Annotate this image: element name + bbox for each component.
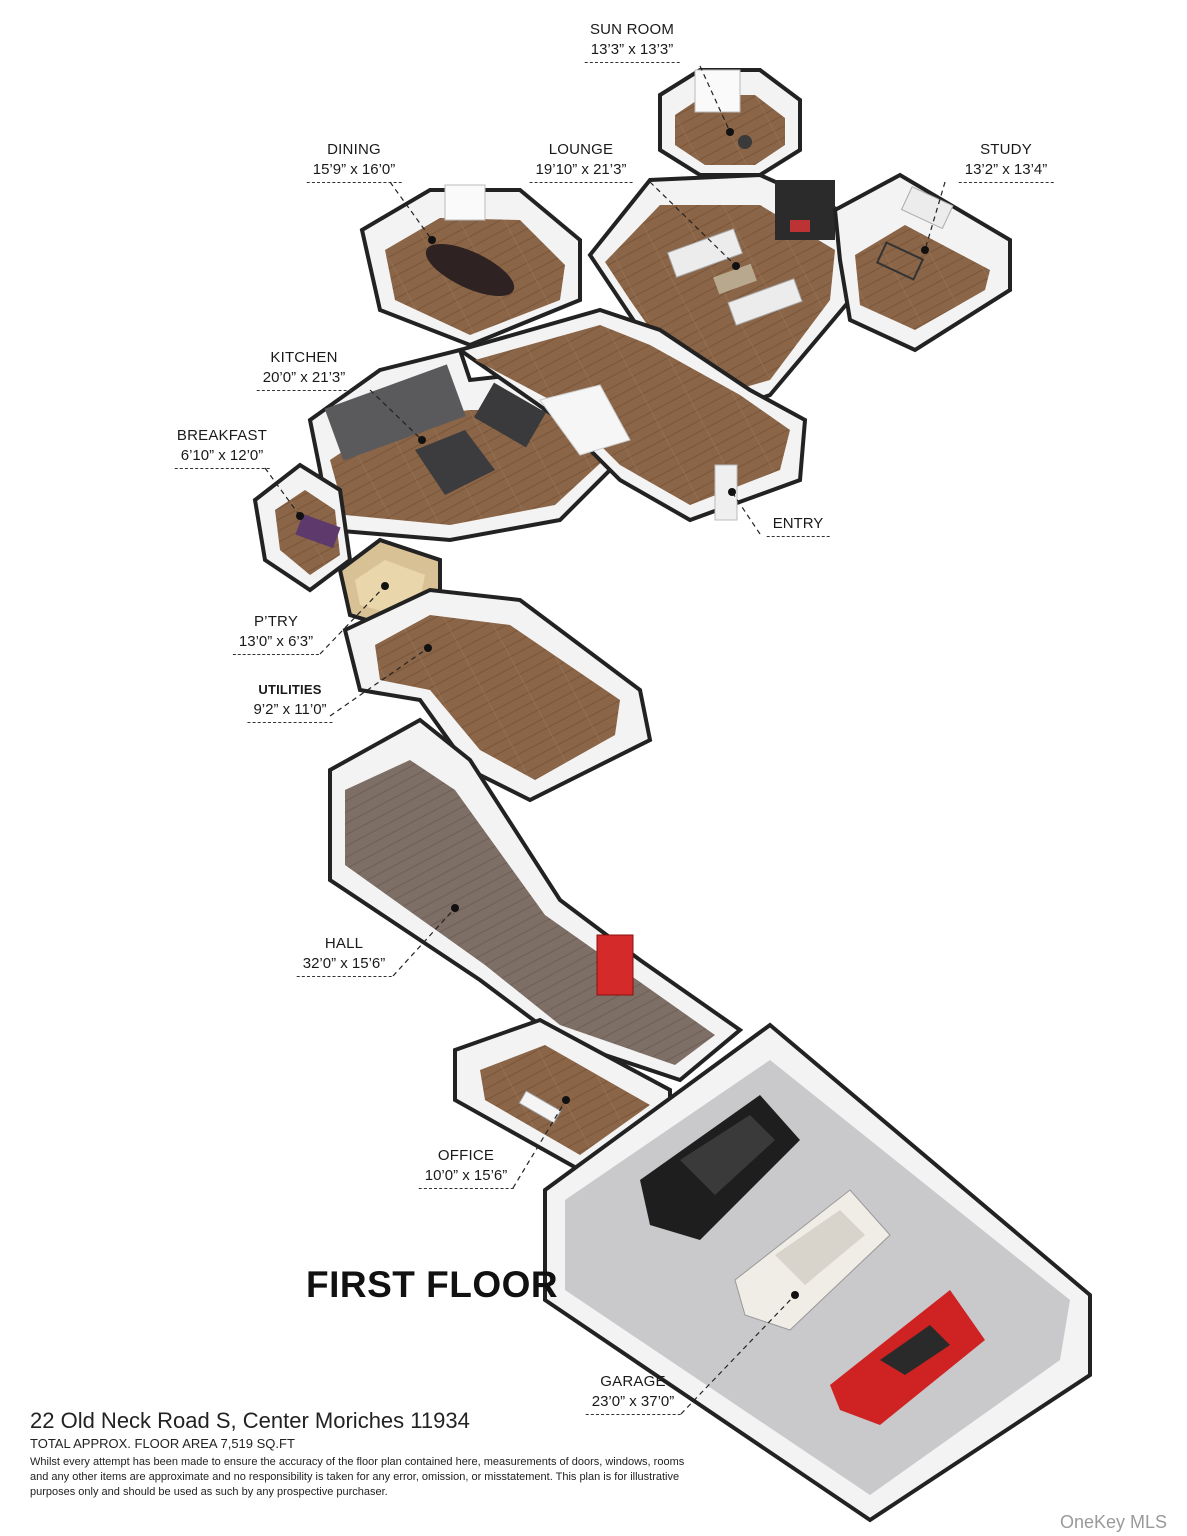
room-name: ENTRY: [766, 514, 830, 537]
room-name: SUN ROOM: [589, 21, 675, 38]
room-dimensions: 19’10” x 21’3”: [529, 160, 633, 183]
label-study: STUDY 13’2” x 13’4”: [958, 140, 1054, 183]
room-name: HALL: [324, 935, 364, 952]
room-dimensions: 13’2” x 13’4”: [958, 160, 1054, 183]
sun-room-area: [658, 68, 802, 177]
entry-area: [455, 307, 808, 523]
room-dimensions: 23’0” x 37’0”: [585, 1392, 681, 1415]
room-dimensions: 6’10” x 12’0”: [174, 446, 270, 469]
utilities-area: [342, 587, 653, 803]
room-name: OFFICE: [437, 1147, 495, 1164]
floor-title: FIRST FLOOR: [306, 1264, 559, 1305]
label-hall: HALL 32’0” x 15’6”: [296, 934, 392, 977]
white-suv: [734, 1189, 891, 1331]
room-name: DINING: [327, 141, 381, 158]
room-dimensions: 9’2” x 11’0”: [247, 700, 333, 723]
label-office: OFFICE 10’0” x 15’6”: [418, 1146, 514, 1189]
label-sun-room: SUN ROOM 13’3” x 13’3”: [584, 20, 680, 63]
label-pantry: P’TRY 13’0” x 6’3”: [232, 612, 320, 655]
footer: 22 Old Neck Road S, Center Moriches 1193…: [30, 1406, 730, 1500]
disclaimer: Whilst every attempt has been made to en…: [30, 1456, 685, 1498]
lounge-area: [587, 172, 852, 423]
label-kitchen: KITCHEN 20’0” x 21’3”: [256, 348, 352, 391]
room-markers: [296, 128, 929, 1299]
total-floor-area: TOTAL APPROX. FLOOR AREA 7,519 SQ.FT: [30, 1436, 295, 1451]
label-lounge: LOUNGE 19’10” x 21’3”: [529, 140, 633, 183]
garage-area: [543, 1022, 1092, 1523]
label-dining: DINING 15’9” x 16’0”: [306, 140, 402, 183]
label-breakfast: BREAKFAST 6’10” x 12’0”: [174, 426, 270, 469]
room-name: LOUNGE: [548, 141, 614, 158]
room-name: STUDY: [980, 141, 1032, 158]
label-garage: GARAGE 23’0” x 37’0”: [585, 1372, 681, 1415]
room-dimensions: 13’3” x 13’3”: [584, 40, 680, 63]
property-address: 22 Old Neck Road S, Center Moriches 1193…: [30, 1408, 470, 1433]
label-utilities: UTILITIES 9’2” x 11’0”: [247, 680, 333, 723]
leader-lines: [264, 65, 946, 1415]
study-area: [832, 172, 1012, 353]
room-name: GARAGE: [600, 1373, 666, 1390]
black-suv: [640, 1095, 800, 1240]
breakfast-area: [252, 462, 353, 593]
room-dimensions: 32’0” x 15’6”: [296, 954, 392, 977]
hall-area: [328, 717, 744, 1083]
dining-area: [359, 184, 582, 348]
red-convertible: [830, 1290, 985, 1425]
room-name: P’TRY: [253, 613, 299, 630]
room-name: UTILITIES: [258, 682, 322, 697]
room-dimensions: 20’0” x 21’3”: [256, 368, 352, 391]
room-dimensions: 13’0” x 6’3”: [232, 632, 320, 655]
room-dimensions: 10’0” x 15’6”: [418, 1166, 514, 1189]
room-dimensions: 15’9” x 16’0”: [306, 160, 402, 183]
room-name: KITCHEN: [270, 349, 338, 366]
room-name: BREAKFAST: [176, 427, 268, 444]
mls-watermark: OneKey MLS: [1059, 1512, 1167, 1532]
label-entry: ENTRY: [766, 514, 830, 537]
